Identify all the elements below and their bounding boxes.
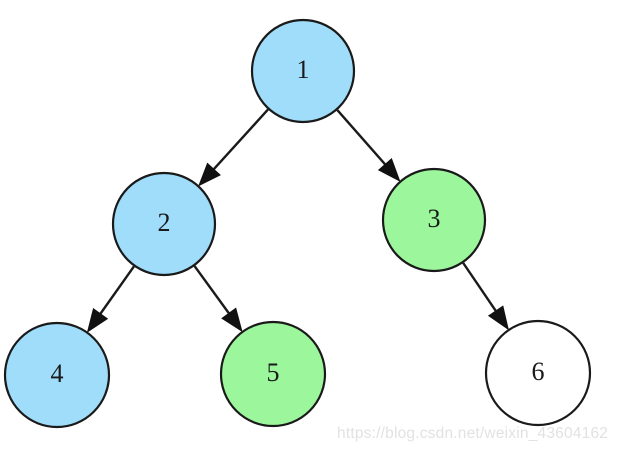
arrow-head-icon bbox=[487, 305, 509, 331]
tree-edge-n2-to-n5 bbox=[193, 265, 243, 333]
tree-node-4[interactable]: 4 bbox=[3, 321, 111, 429]
tree-edge-n1-to-n3 bbox=[336, 109, 401, 182]
node-circle-2[interactable] bbox=[111, 171, 217, 277]
watermark-text: https://blog.csdn.net/weixin_43604162 bbox=[337, 425, 609, 442]
tree-edge-n1-to-n2 bbox=[198, 108, 269, 187]
node-circle-6[interactable] bbox=[484, 319, 592, 427]
tree-node-3[interactable]: 3 bbox=[381, 167, 487, 273]
arrow-head-icon bbox=[221, 307, 243, 333]
edges-layer bbox=[86, 108, 509, 333]
node-label-4: 4 bbox=[51, 359, 64, 388]
node-label-1: 1 bbox=[297, 55, 310, 84]
node-label-2: 2 bbox=[158, 208, 171, 237]
node-circle-4[interactable] bbox=[3, 321, 111, 429]
node-label-6: 6 bbox=[532, 357, 545, 386]
node-circle-3[interactable] bbox=[381, 167, 487, 273]
tree-node-6[interactable]: 6 bbox=[484, 319, 592, 427]
arrow-head-icon bbox=[377, 157, 401, 182]
tree-edge-n2-to-n4 bbox=[86, 265, 135, 333]
arrow-head-icon bbox=[86, 308, 109, 333]
tree-node-5[interactable]: 5 bbox=[219, 320, 327, 428]
node-label-3: 3 bbox=[428, 204, 441, 233]
node-circle-5[interactable] bbox=[219, 320, 327, 428]
tree-node-1[interactable]: 1 bbox=[250, 18, 356, 124]
node-label-5: 5 bbox=[267, 358, 280, 387]
arrow-head-icon bbox=[198, 162, 221, 187]
nodes-layer: 1 2 3 4 5 6 bbox=[3, 18, 592, 429]
tree-node-2[interactable]: 2 bbox=[111, 171, 217, 277]
tree-edge-n3-to-n6 bbox=[462, 262, 509, 331]
node-circle-1[interactable] bbox=[250, 18, 356, 124]
